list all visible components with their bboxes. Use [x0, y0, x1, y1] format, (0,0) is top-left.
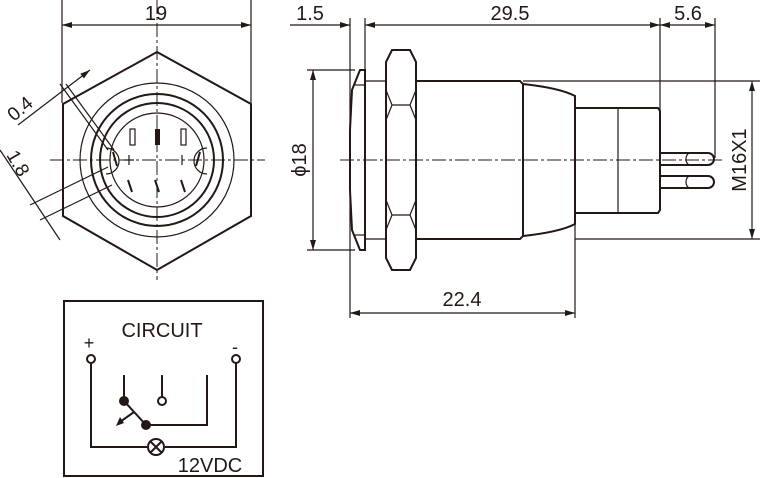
lamp-voltage: 12VDC [178, 455, 242, 477]
front-view: 19 0.4 1.8 [0, 0, 265, 280]
side-view: 1.5 29.5 5.6 ϕ18 M16X1 [289, 3, 760, 318]
dim-flange: 1.5 [296, 3, 324, 25]
dim-thread: M16X1 [729, 128, 751, 191]
plus-terminal [86, 354, 96, 364]
dim-line-pin-gap [17, 69, 91, 126]
lamp-icon [147, 438, 165, 456]
minus-label: - [232, 337, 238, 357]
dim-body-length: 29.5 [491, 3, 530, 25]
circuit-title: CIRCUIT [121, 320, 202, 342]
flange [349, 69, 366, 251]
circuit-frame [63, 300, 264, 477]
body [416, 80, 524, 240]
dim-panel-length: 22.4 [443, 289, 482, 311]
terminal-pins [660, 152, 715, 189]
pins [105, 128, 208, 193]
bezel-ring [90, 93, 224, 227]
dim-front-width: 19 [145, 3, 167, 25]
dim-pin-length: 5.6 [674, 3, 702, 25]
panel-nut [385, 49, 417, 271]
circuit-diagram: CIRCUIT + - 12VDC [63, 300, 264, 477]
dim-ring-width: 1.8 [2, 147, 33, 180]
plus-label: + [84, 333, 95, 353]
dim-diameter: ϕ18 [289, 143, 311, 176]
rear-block [575, 107, 661, 214]
dim-line-ring-width [0, 149, 61, 241]
dim-pin-gap: 0.4 [4, 92, 38, 125]
